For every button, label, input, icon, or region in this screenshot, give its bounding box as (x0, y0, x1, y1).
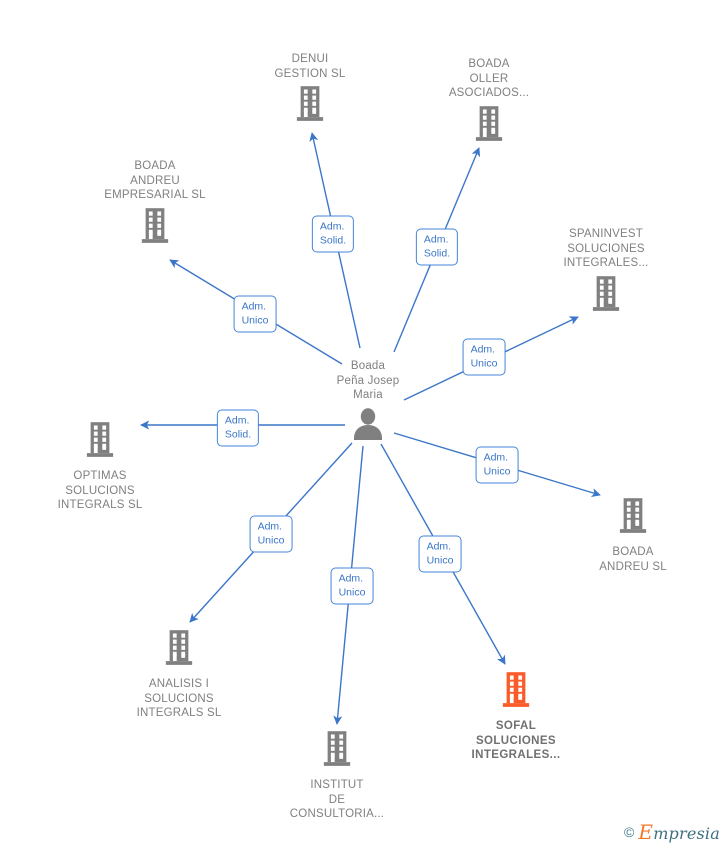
edge-label-edge-boada-andreu-sl[interactable]: Adm. Unico (475, 446, 519, 484)
building-icon-wrap[interactable] (501, 671, 531, 714)
graph-node-institut-de-consultoria[interactable]: INSTITUT DE CONSULTORIA... (262, 730, 412, 822)
edge-label-edge-institut[interactable]: Adm. Unico (330, 567, 374, 605)
building-icon (592, 275, 620, 311)
building-icon (619, 498, 647, 533)
building-icon-wrap[interactable] (295, 85, 325, 128)
building-icon (296, 86, 324, 121)
building-icon (323, 731, 351, 766)
graph-node-boada-oller-asociados[interactable]: BOADA OLLER ASOCIADOS... (414, 57, 564, 148)
building-icon (141, 207, 169, 243)
edge-label-edge-optimas[interactable]: Adm. Solid. (216, 409, 260, 447)
person-icon (354, 407, 382, 440)
edge-label-edge-boada-oller[interactable]: Adm. Solid. (415, 228, 459, 266)
person-icon-wrap[interactable] (351, 407, 385, 446)
graph-node-optimas-solucions-integrals-sl[interactable]: OPTIMAS SOLUCIONS INTEGRALS SL (25, 421, 175, 513)
building-icon-wrap[interactable] (322, 730, 352, 773)
node-label: SPANINVEST SOLUCIONES INTEGRALES... (563, 228, 649, 269)
building-icon-wrap[interactable] (591, 275, 621, 318)
building-icon-wrap[interactable] (474, 105, 504, 148)
node-label: BOADA ANDREU SL (599, 546, 667, 573)
node-label: SOFAL SOLUCIONES INTEGRALES... (471, 720, 561, 761)
building-icon-wrap[interactable] (85, 421, 115, 464)
building-icon-wrap[interactable] (164, 629, 194, 672)
building-icon-wrap[interactable] (618, 497, 648, 540)
node-label: Boada Peña Josep Maria (336, 360, 400, 401)
empresia-watermark: © Empresia (624, 820, 720, 844)
node-label: OPTIMAS SOLUCIONS INTEGRALS SL (57, 470, 143, 511)
node-label: DENUI GESTION SL (274, 53, 346, 80)
edge-label-edge-sofal[interactable]: Adm. Unico (418, 535, 462, 573)
empresia-logo: Empresia (638, 820, 720, 844)
graph-node-boada-andreu-sl[interactable]: BOADA ANDREU SL (558, 497, 708, 574)
node-label: ANALISIS I SOLUCIONS INTEGRALS SL (136, 678, 222, 719)
building-icon (165, 630, 193, 665)
empresia-logo-rest: mpresia (653, 824, 720, 843)
building-icon (86, 422, 114, 457)
graph-node-boada-andreu-empresarial-sl[interactable]: BOADA ANDREU EMPRESARIAL SL (80, 159, 230, 250)
copyright-icon: © (624, 824, 635, 840)
edge-label-edge-denui[interactable]: Adm. Solid. (311, 215, 355, 253)
empresia-logo-initial: E (638, 820, 654, 844)
edge-label-edge-boada-andreu-empresarial[interactable]: Adm. Unico (233, 295, 277, 333)
graph-node-center-person[interactable]: Boada Peña Josep Maria (293, 359, 443, 446)
building-icon (502, 672, 530, 707)
graph-node-sofal-soluciones-integrales[interactable]: SOFAL SOLUCIONES INTEGRALES... (441, 671, 591, 763)
building-icon-wrap[interactable] (140, 207, 170, 250)
node-label: BOADA OLLER ASOCIADOS... (448, 58, 530, 99)
graph-node-analisis-i-solucions-integrals-sl[interactable]: ANALISIS I SOLUCIONS INTEGRALS SL (104, 629, 254, 721)
building-icon (475, 105, 503, 141)
node-label: BOADA ANDREU EMPRESARIAL SL (104, 160, 206, 201)
graph-node-spaninvest-soluciones-integrales[interactable]: SPANINVEST SOLUCIONES INTEGRALES... (531, 227, 681, 318)
edge-label-edge-spaninvest[interactable]: Adm. Unico (462, 338, 506, 376)
edge-label-edge-analisis[interactable]: Adm. Unico (249, 515, 293, 553)
node-label: INSTITUT DE CONSULTORIA... (289, 779, 385, 820)
graph-node-denui-gestion-sl[interactable]: DENUI GESTION SL (235, 52, 385, 128)
